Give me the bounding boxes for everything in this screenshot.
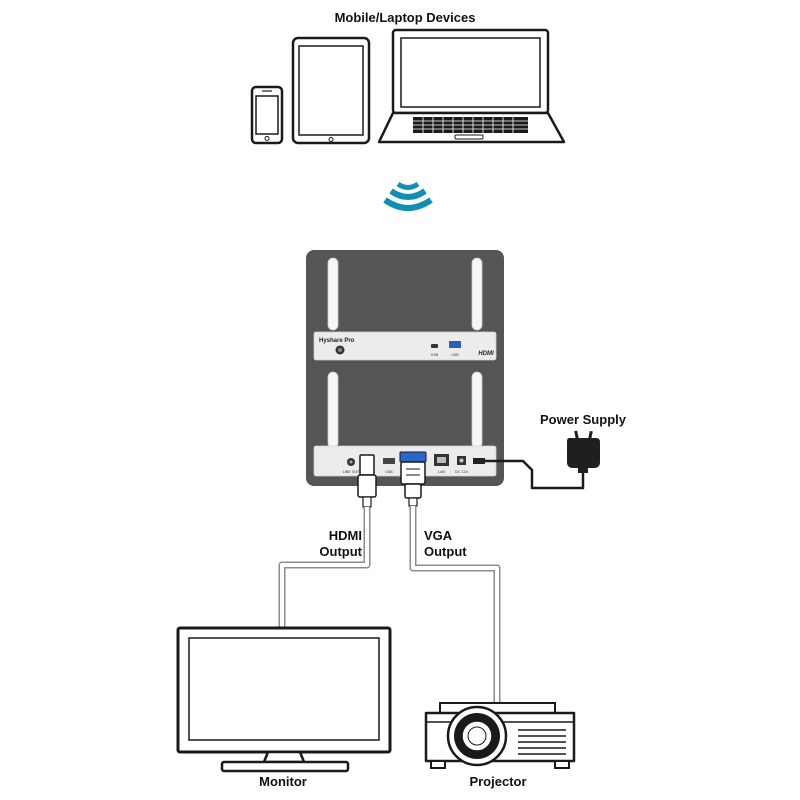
rear-port-label: DC 12V xyxy=(455,470,469,474)
wifi-signal-icon xyxy=(383,181,433,211)
front-panel xyxy=(313,331,497,361)
antenna xyxy=(471,371,483,449)
antenna xyxy=(327,257,339,331)
laptop-icon xyxy=(377,28,566,144)
wireless-presentation-device: Hyshare Pro USB USB HDMI LINE OUT USB LA… xyxy=(306,250,504,486)
hdmi-logo: HDMI xyxy=(478,351,494,357)
front-port-label: USB xyxy=(431,353,439,357)
vga-output-label-line1: VGA xyxy=(424,528,453,543)
rear-port-label: LINE OUT xyxy=(343,470,360,474)
vga-connector xyxy=(399,451,427,507)
hdmi-connector xyxy=(357,454,377,508)
hdmi-cable xyxy=(278,507,371,628)
devices-label: Mobile/Laptop Devices xyxy=(334,10,476,25)
usb-c-port-icon xyxy=(431,344,438,348)
smartphone-icon xyxy=(250,85,284,145)
rear-port-label: LAN xyxy=(438,470,445,474)
projector-label: Projector xyxy=(469,774,527,789)
front-port-label: USB xyxy=(451,353,459,357)
power-supply-label: Power Supply xyxy=(540,412,626,427)
usb-port-icon xyxy=(449,341,461,348)
hdmi-output-label-line1: HDMI xyxy=(328,528,362,543)
projector-icon xyxy=(424,702,576,769)
vga-output-label: VGA Output xyxy=(424,528,488,560)
hdmi-output-label: HDMI Output xyxy=(298,528,362,560)
vga-output-label-line2: Output xyxy=(424,544,467,559)
antenna xyxy=(471,257,483,331)
front-brand: Hyshare Pro xyxy=(319,338,355,344)
hdmi-output-label-line2: Output xyxy=(319,544,362,559)
antenna xyxy=(327,371,339,449)
monitor-label: Monitor xyxy=(259,774,307,789)
power-adapter-icon xyxy=(567,430,600,473)
monitor-icon xyxy=(176,626,392,773)
power-cable xyxy=(485,459,585,490)
rear-port-label: USB xyxy=(385,470,393,474)
tablet-icon xyxy=(291,36,371,145)
usb-port-icon xyxy=(383,458,395,464)
